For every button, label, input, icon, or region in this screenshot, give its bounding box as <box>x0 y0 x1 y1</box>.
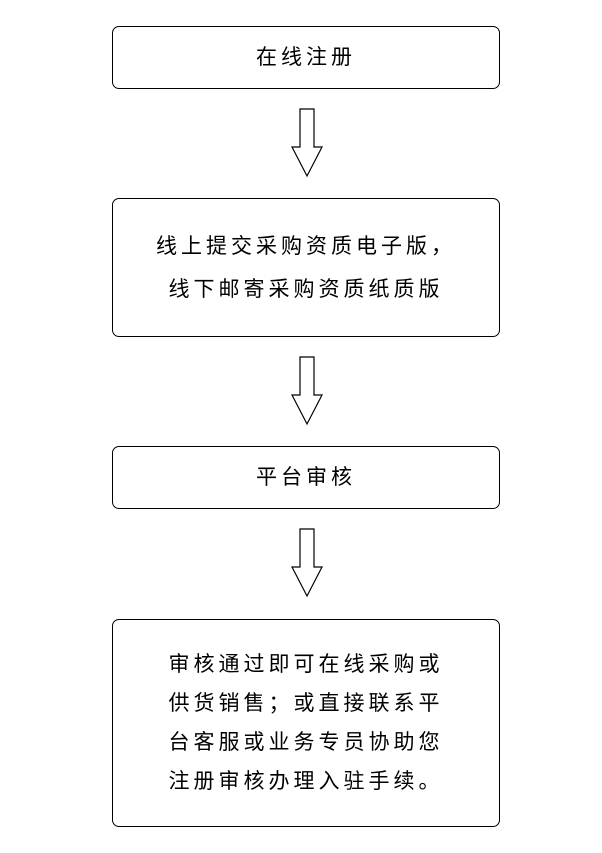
step2-text-line-1: 线上提交采购资质电子版， <box>156 233 456 258</box>
step4-text-line-4: 注册审核办理入驻手续。 <box>168 769 444 793</box>
step-approved-next-actions-box: 审核通过即可在线采购或 供货销售；或直接联系平 台客服或业务专员协助您 注册审核… <box>112 619 500 827</box>
step-online-registration-box: 在线注册 <box>112 26 500 89</box>
step1-text: 在线注册 <box>256 45 356 69</box>
step4-text-line-3: 台客服或业务专员协助您 <box>168 730 444 754</box>
step4-text-line-2: 供货销售；或直接联系平 <box>168 691 444 715</box>
down-arrow-icon <box>291 356 323 426</box>
down-arrow-icon <box>291 528 323 598</box>
step2-text-line-2: 线下邮寄采购资质纸质版 <box>168 276 444 301</box>
step3-text: 平台审核 <box>256 465 356 489</box>
step4-text-line-1: 审核通过即可在线采购或 <box>168 652 444 676</box>
step-platform-review-box: 平台审核 <box>112 446 500 509</box>
step-submit-qualification-box: 线上提交采购资质电子版， 线下邮寄采购资质纸质版 <box>112 198 500 337</box>
down-arrow-icon <box>291 108 323 178</box>
